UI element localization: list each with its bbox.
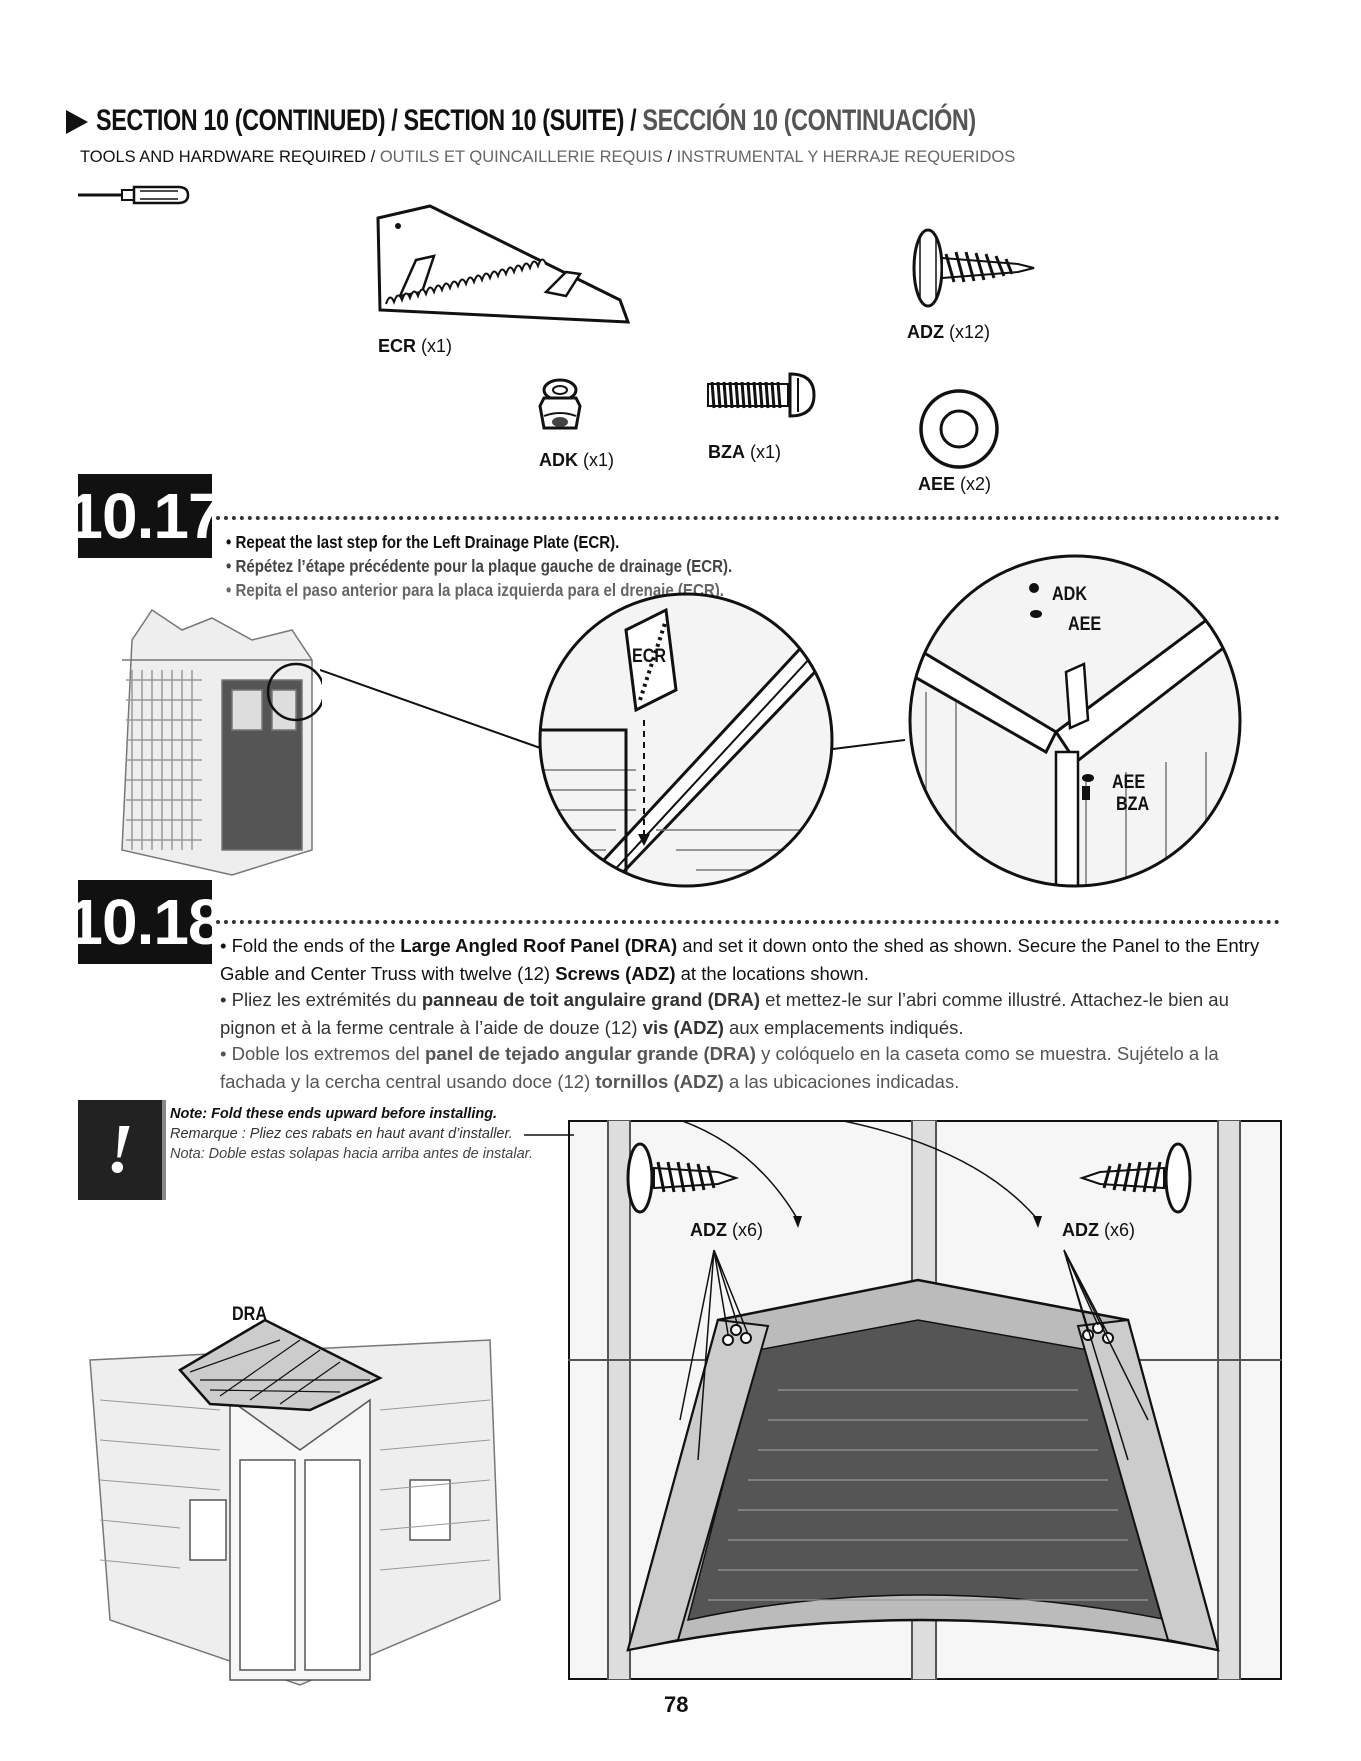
step-1017-text-en: • Repeat the last step for the Left Drai… (226, 532, 620, 552)
note-text: Note: Fold these ends upward before inst… (170, 1106, 533, 1162)
play-arrow-icon (66, 110, 88, 134)
roof-panel-detail (568, 1120, 1282, 1680)
step-number-1017: 10.17 (67, 474, 224, 558)
washer-icon (919, 389, 999, 469)
part-label-bza: BZA (x1) (708, 442, 782, 462)
shed-overview-illustration (121, 608, 322, 876)
note-rule (162, 1100, 166, 1200)
callout-bza: BZA (1116, 794, 1150, 815)
callout-dra: DRA (232, 1304, 267, 1325)
drainage-plate-icon (376, 204, 631, 324)
screw-icon (912, 228, 1035, 308)
detail-circle-ecr (538, 592, 834, 888)
step-number-1018: 10.18 (67, 880, 224, 964)
connector-lines (320, 669, 906, 751)
step-divider-1018 (216, 920, 1280, 924)
step-1017-text-es: • Repita el paso anterior para la placa … (226, 580, 724, 600)
screwdriver-icon (78, 185, 190, 205)
callout-aee-2: AEE (1112, 772, 1146, 793)
page-number: 78 (664, 1692, 689, 1717)
callout-ecr: ECR (632, 646, 667, 667)
step-divider-1017 (216, 516, 1280, 520)
shed-dra-illustration (89, 1318, 501, 1686)
part-label-adk: ADK (x1) (539, 450, 615, 470)
callout-aee-1: AEE (1068, 614, 1102, 635)
nut-icon (538, 378, 582, 430)
bolt-icon (707, 372, 816, 418)
adz-left-label: ADZ (x6) (690, 1220, 764, 1240)
adz-right-label: ADZ (x6) (1062, 1220, 1136, 1240)
part-label-adz: ADZ (x12) (907, 322, 991, 342)
part-label-ecr: ECR (x1) (378, 336, 453, 356)
detail-circle-hardware (908, 554, 1242, 888)
callout-adk: ADK (1052, 584, 1087, 605)
note-leader-line (524, 1134, 574, 1136)
step-1018-text-es: • Doble los extremos del panel de tejado… (220, 1043, 1219, 1092)
warning-icon: ! (78, 1100, 162, 1200)
tools-required-line: TOOLS AND HARDWARE REQUIRED / OUTILS ET … (80, 148, 1016, 166)
step-1017-text-fr: • Répétez l’étape précédente pour la pla… (226, 556, 733, 576)
part-label-aee: AEE (x2) (918, 474, 992, 494)
step-1018-text-en: • Fold the ends of the Large Angled Roof… (220, 935, 1260, 984)
section-title: SECTION 10 (CONTINUED) / SECTION 10 (SUI… (96, 104, 976, 137)
step-1018-text-fr: • Pliez les extrémités du panneau de toi… (220, 989, 1229, 1038)
